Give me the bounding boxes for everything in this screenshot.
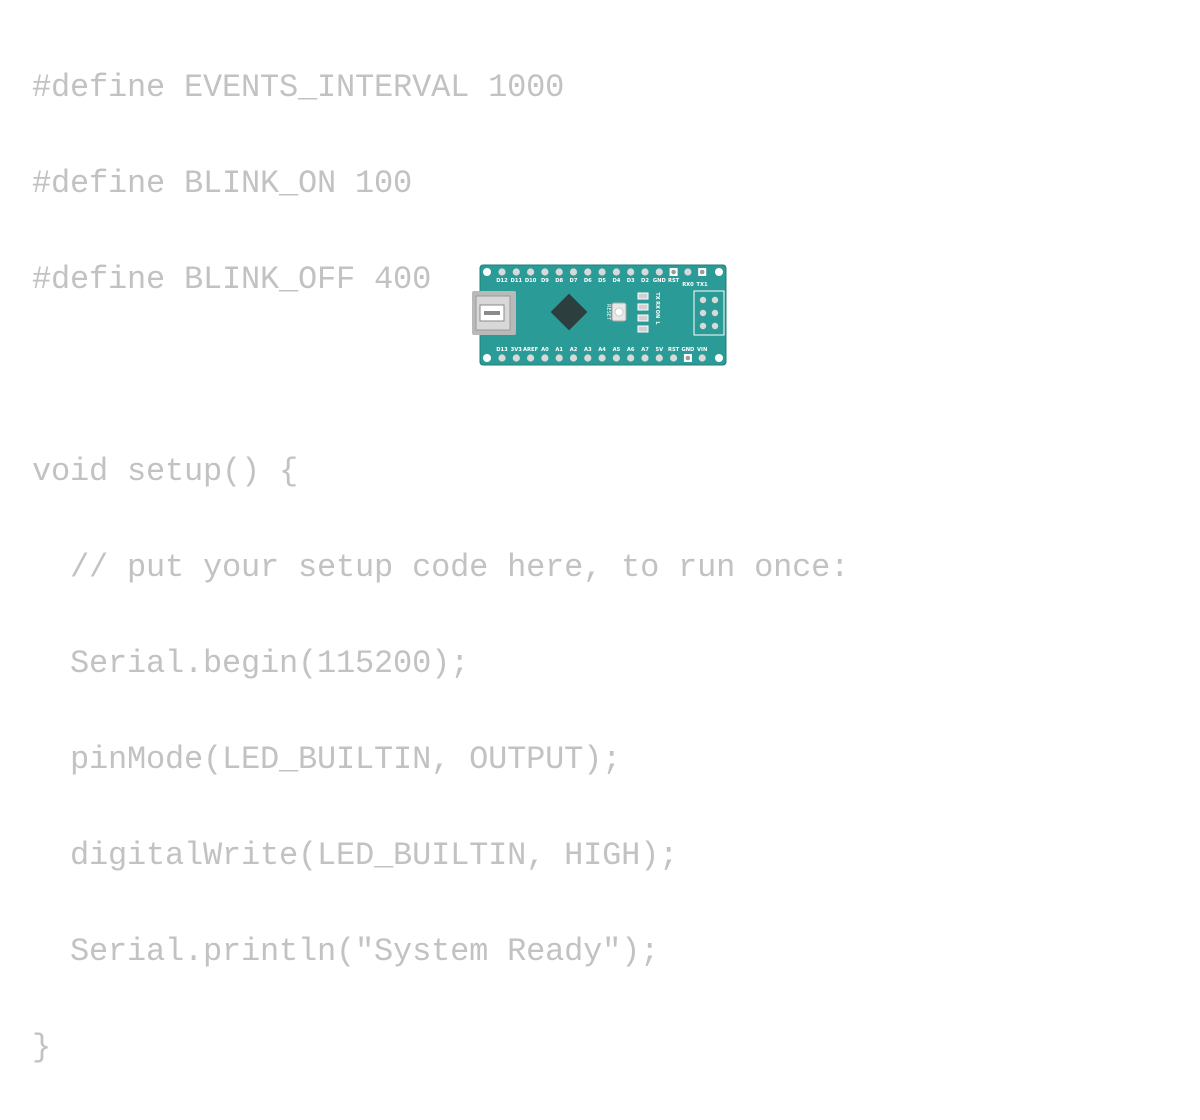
pin-hole bbox=[699, 269, 705, 275]
top-pin-row bbox=[498, 268, 707, 276]
icsp-header bbox=[693, 290, 725, 336]
code-line: #define BLINK_OFF 400 bbox=[32, 261, 432, 298]
pin-label: D2 bbox=[641, 278, 649, 284]
pin-pad bbox=[641, 354, 649, 362]
code-line: Serial.println("System Ready"); bbox=[32, 933, 660, 970]
pin-label: GND bbox=[653, 278, 667, 284]
pin-label: A3 bbox=[584, 347, 592, 353]
pin-label: L bbox=[654, 321, 660, 325]
pin-pad bbox=[627, 354, 635, 362]
pin-pad bbox=[627, 268, 635, 276]
pin-label: D7 bbox=[570, 278, 578, 284]
pin-pad bbox=[612, 268, 620, 276]
pin-label: D3 bbox=[627, 278, 635, 284]
pin-label: ON bbox=[654, 310, 660, 318]
code-line: void setup() { bbox=[32, 453, 299, 490]
pin-label: D6 bbox=[584, 278, 592, 284]
led bbox=[637, 325, 649, 333]
pin-pad bbox=[698, 354, 706, 362]
code-line: #define BLINK_ON 100 bbox=[32, 165, 413, 202]
pin-pad bbox=[498, 268, 506, 276]
mounting-hole bbox=[483, 268, 491, 276]
microcontroller-chip bbox=[550, 293, 588, 331]
pin-pad bbox=[584, 268, 592, 276]
pin-pad bbox=[541, 268, 549, 276]
pin-label: D8 bbox=[555, 278, 563, 284]
code-line: #define EVENTS_INTERVAL 1000 bbox=[32, 69, 565, 106]
code-line: // put your setup code here, to run once… bbox=[32, 549, 850, 586]
pin-pad bbox=[498, 354, 506, 362]
code-line: digitalWrite(LED_BUILTIN, HIGH); bbox=[32, 837, 679, 874]
pin-pad bbox=[598, 354, 606, 362]
usb-connector bbox=[472, 291, 516, 335]
pin-label: TX bbox=[654, 292, 660, 299]
pin-hole bbox=[685, 355, 691, 361]
code-line: pinMode(LED_BUILTIN, OUTPUT); bbox=[32, 741, 622, 778]
pin-label: AREF bbox=[523, 347, 539, 353]
mounting-hole bbox=[715, 268, 723, 276]
pin-pad bbox=[569, 268, 578, 276]
pin-pad bbox=[527, 268, 535, 276]
reset-button[interactable] bbox=[611, 302, 627, 322]
pin-pad bbox=[569, 354, 578, 362]
pin-pad bbox=[684, 268, 692, 276]
pin-label: D10 bbox=[525, 278, 537, 284]
led bbox=[637, 314, 649, 322]
pin-pad bbox=[541, 354, 549, 362]
pin-label: RX0 bbox=[682, 282, 694, 288]
pin-label: A4 bbox=[598, 347, 606, 353]
pin-pad bbox=[555, 354, 563, 362]
pin-label: A5 bbox=[613, 347, 621, 353]
mounting-hole bbox=[715, 354, 723, 362]
pin-label: RX bbox=[654, 301, 660, 309]
led bbox=[637, 292, 649, 300]
mounting-hole bbox=[483, 354, 491, 362]
pin-pad bbox=[641, 268, 649, 276]
pin-label: RST bbox=[668, 278, 680, 284]
pin-pad bbox=[612, 354, 620, 362]
reset-label: RESET bbox=[605, 304, 611, 321]
pin-label: A0 bbox=[541, 347, 549, 353]
pin-pad bbox=[555, 268, 563, 276]
led bbox=[637, 303, 649, 311]
pin-label: D11 bbox=[511, 278, 523, 284]
pin-pad bbox=[655, 354, 663, 362]
pin-pad bbox=[670, 354, 678, 362]
pin-hole bbox=[671, 269, 676, 275]
pin-label: D5 bbox=[598, 278, 606, 284]
pin-label: A2 bbox=[570, 347, 578, 353]
code-line: } bbox=[32, 1029, 52, 1066]
pin-label: D4 bbox=[612, 278, 620, 284]
pin-label: D9 bbox=[541, 278, 549, 284]
pin-label: A6 bbox=[627, 347, 635, 353]
pin-label: A1 bbox=[555, 347, 563, 353]
pin-pad bbox=[512, 268, 520, 276]
pin-pad bbox=[527, 354, 535, 362]
pin-pad bbox=[584, 354, 592, 362]
pin-label: D12 bbox=[496, 278, 508, 284]
indicator-leds bbox=[637, 292, 649, 333]
pin-label: A7 bbox=[641, 347, 649, 353]
pin-label: D13 bbox=[496, 347, 508, 353]
pin-pad bbox=[655, 268, 663, 276]
pin-pad bbox=[512, 354, 520, 362]
pin-label: GND bbox=[681, 347, 695, 353]
pin-label: VIN bbox=[697, 347, 707, 353]
code-line: Serial.begin(115200); bbox=[32, 645, 470, 682]
pin-label: TX1 bbox=[696, 282, 708, 288]
bottom-pin-row bbox=[498, 354, 706, 362]
pin-pad bbox=[598, 268, 606, 276]
code-listing: #define EVENTS_INTERVAL 1000 #define BLI… bbox=[32, 64, 849, 1120]
pin-label: 5V bbox=[655, 347, 663, 353]
pin-label: RST bbox=[668, 347, 680, 353]
pin-label: 3V3 bbox=[511, 347, 523, 353]
